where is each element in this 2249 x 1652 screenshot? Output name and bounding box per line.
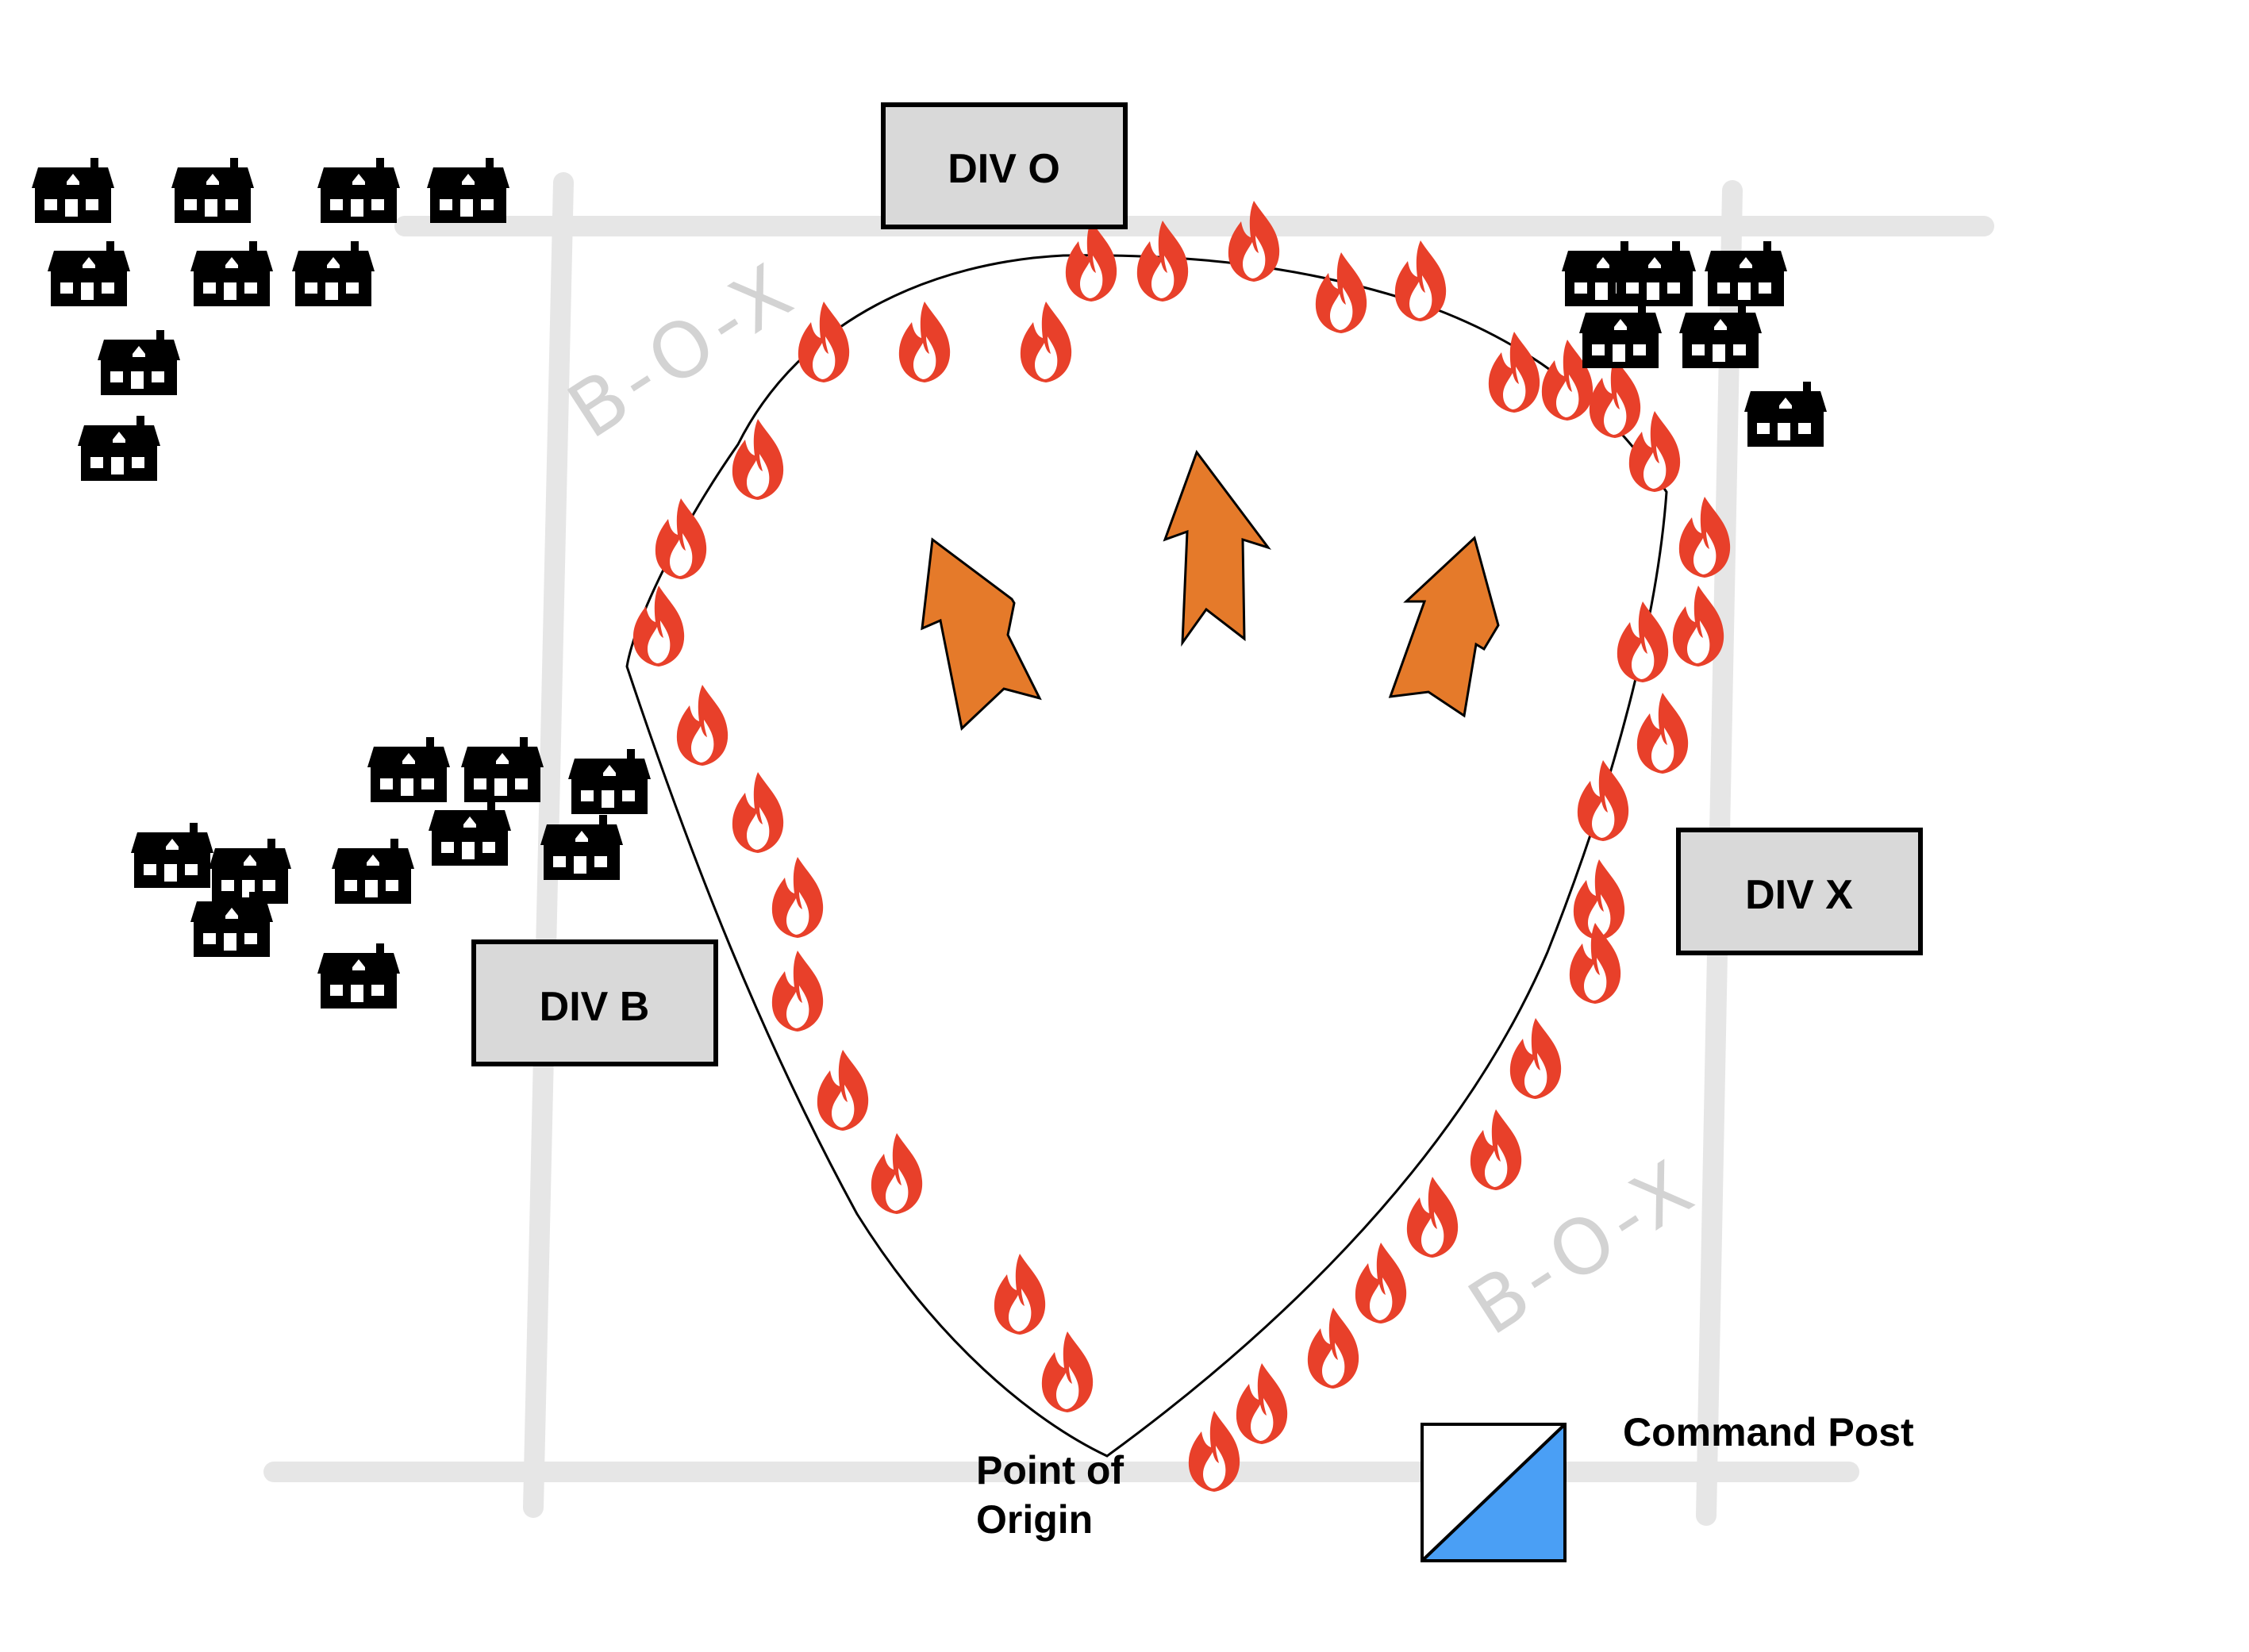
point-of-origin-label: Point of [976, 1448, 1124, 1493]
house-icon [1679, 303, 1762, 368]
flame-icon [1488, 332, 1540, 413]
house-icon [1705, 241, 1787, 306]
house-icon [131, 823, 213, 888]
house-icon [367, 737, 450, 802]
house-icon [1579, 303, 1662, 368]
flame-icon [655, 498, 707, 579]
house-icon [427, 158, 509, 223]
flame-icon [732, 419, 784, 500]
flame-icon [1470, 1109, 1522, 1190]
spread-arrow-icon [1388, 536, 1500, 718]
point-of-origin-label: Origin [976, 1497, 1093, 1542]
flame-icon [1573, 859, 1625, 940]
flame-icon [1041, 1331, 1094, 1412]
house-icon [317, 943, 400, 1008]
house-icon [332, 839, 414, 904]
division-label: DIV X [1745, 872, 1853, 918]
flame-icon [1617, 601, 1669, 682]
command-post-icon [1421, 1423, 1567, 1562]
spread-arrows [921, 449, 1500, 731]
flame-icon [676, 685, 729, 766]
house-icon [461, 737, 544, 802]
house-icon [429, 801, 511, 866]
flame-icon [898, 302, 951, 382]
flame-icon [1577, 760, 1629, 841]
flame-icon [1569, 923, 1621, 1004]
house-icon [48, 241, 130, 306]
house-icon [78, 416, 160, 481]
flame-icon [632, 586, 685, 667]
house-icon [317, 158, 400, 223]
flame-icon [771, 857, 824, 938]
house-icon [190, 241, 273, 306]
house-icon [190, 892, 273, 957]
flame-icon [1020, 302, 1072, 382]
flame-icon [1236, 1363, 1288, 1444]
division-label: DIV B [540, 984, 650, 1030]
house-icon [540, 815, 623, 880]
flame-icon [1589, 357, 1641, 438]
command-post-label: Command Post [1623, 1410, 1914, 1454]
division-box-b: DIV B [471, 939, 718, 1066]
flame-icon [1394, 240, 1447, 321]
house-icon [32, 158, 114, 223]
division-label: DIV O [948, 146, 1060, 192]
flame-icon [994, 1254, 1046, 1335]
spread-arrow-icon [921, 537, 1042, 731]
flame-icon [1636, 693, 1689, 774]
flame-icon [1188, 1411, 1240, 1492]
flame-icon [1307, 1308, 1359, 1389]
house-icon [1613, 241, 1696, 306]
flame-icon [771, 951, 824, 1032]
flame-icon [1355, 1243, 1407, 1324]
flame-icon [871, 1133, 923, 1214]
road-label-nw: B-O-X [553, 244, 813, 456]
house-icon [1744, 382, 1827, 447]
flame-icon [1315, 252, 1367, 333]
flame-icon [1406, 1177, 1459, 1258]
division-box-x: DIV X [1676, 828, 1923, 955]
house-icon [568, 749, 651, 814]
house-icon [292, 241, 375, 306]
flame-icon [1628, 411, 1681, 492]
flame-icon [1509, 1018, 1562, 1099]
house-icon [98, 330, 180, 395]
house-icon [171, 158, 254, 223]
spread-arrow-icon [1163, 449, 1271, 647]
division-box-o: DIV O [881, 102, 1128, 229]
flame-icon [817, 1050, 869, 1131]
flame-icon [732, 772, 784, 853]
flame-icon [1228, 201, 1280, 282]
